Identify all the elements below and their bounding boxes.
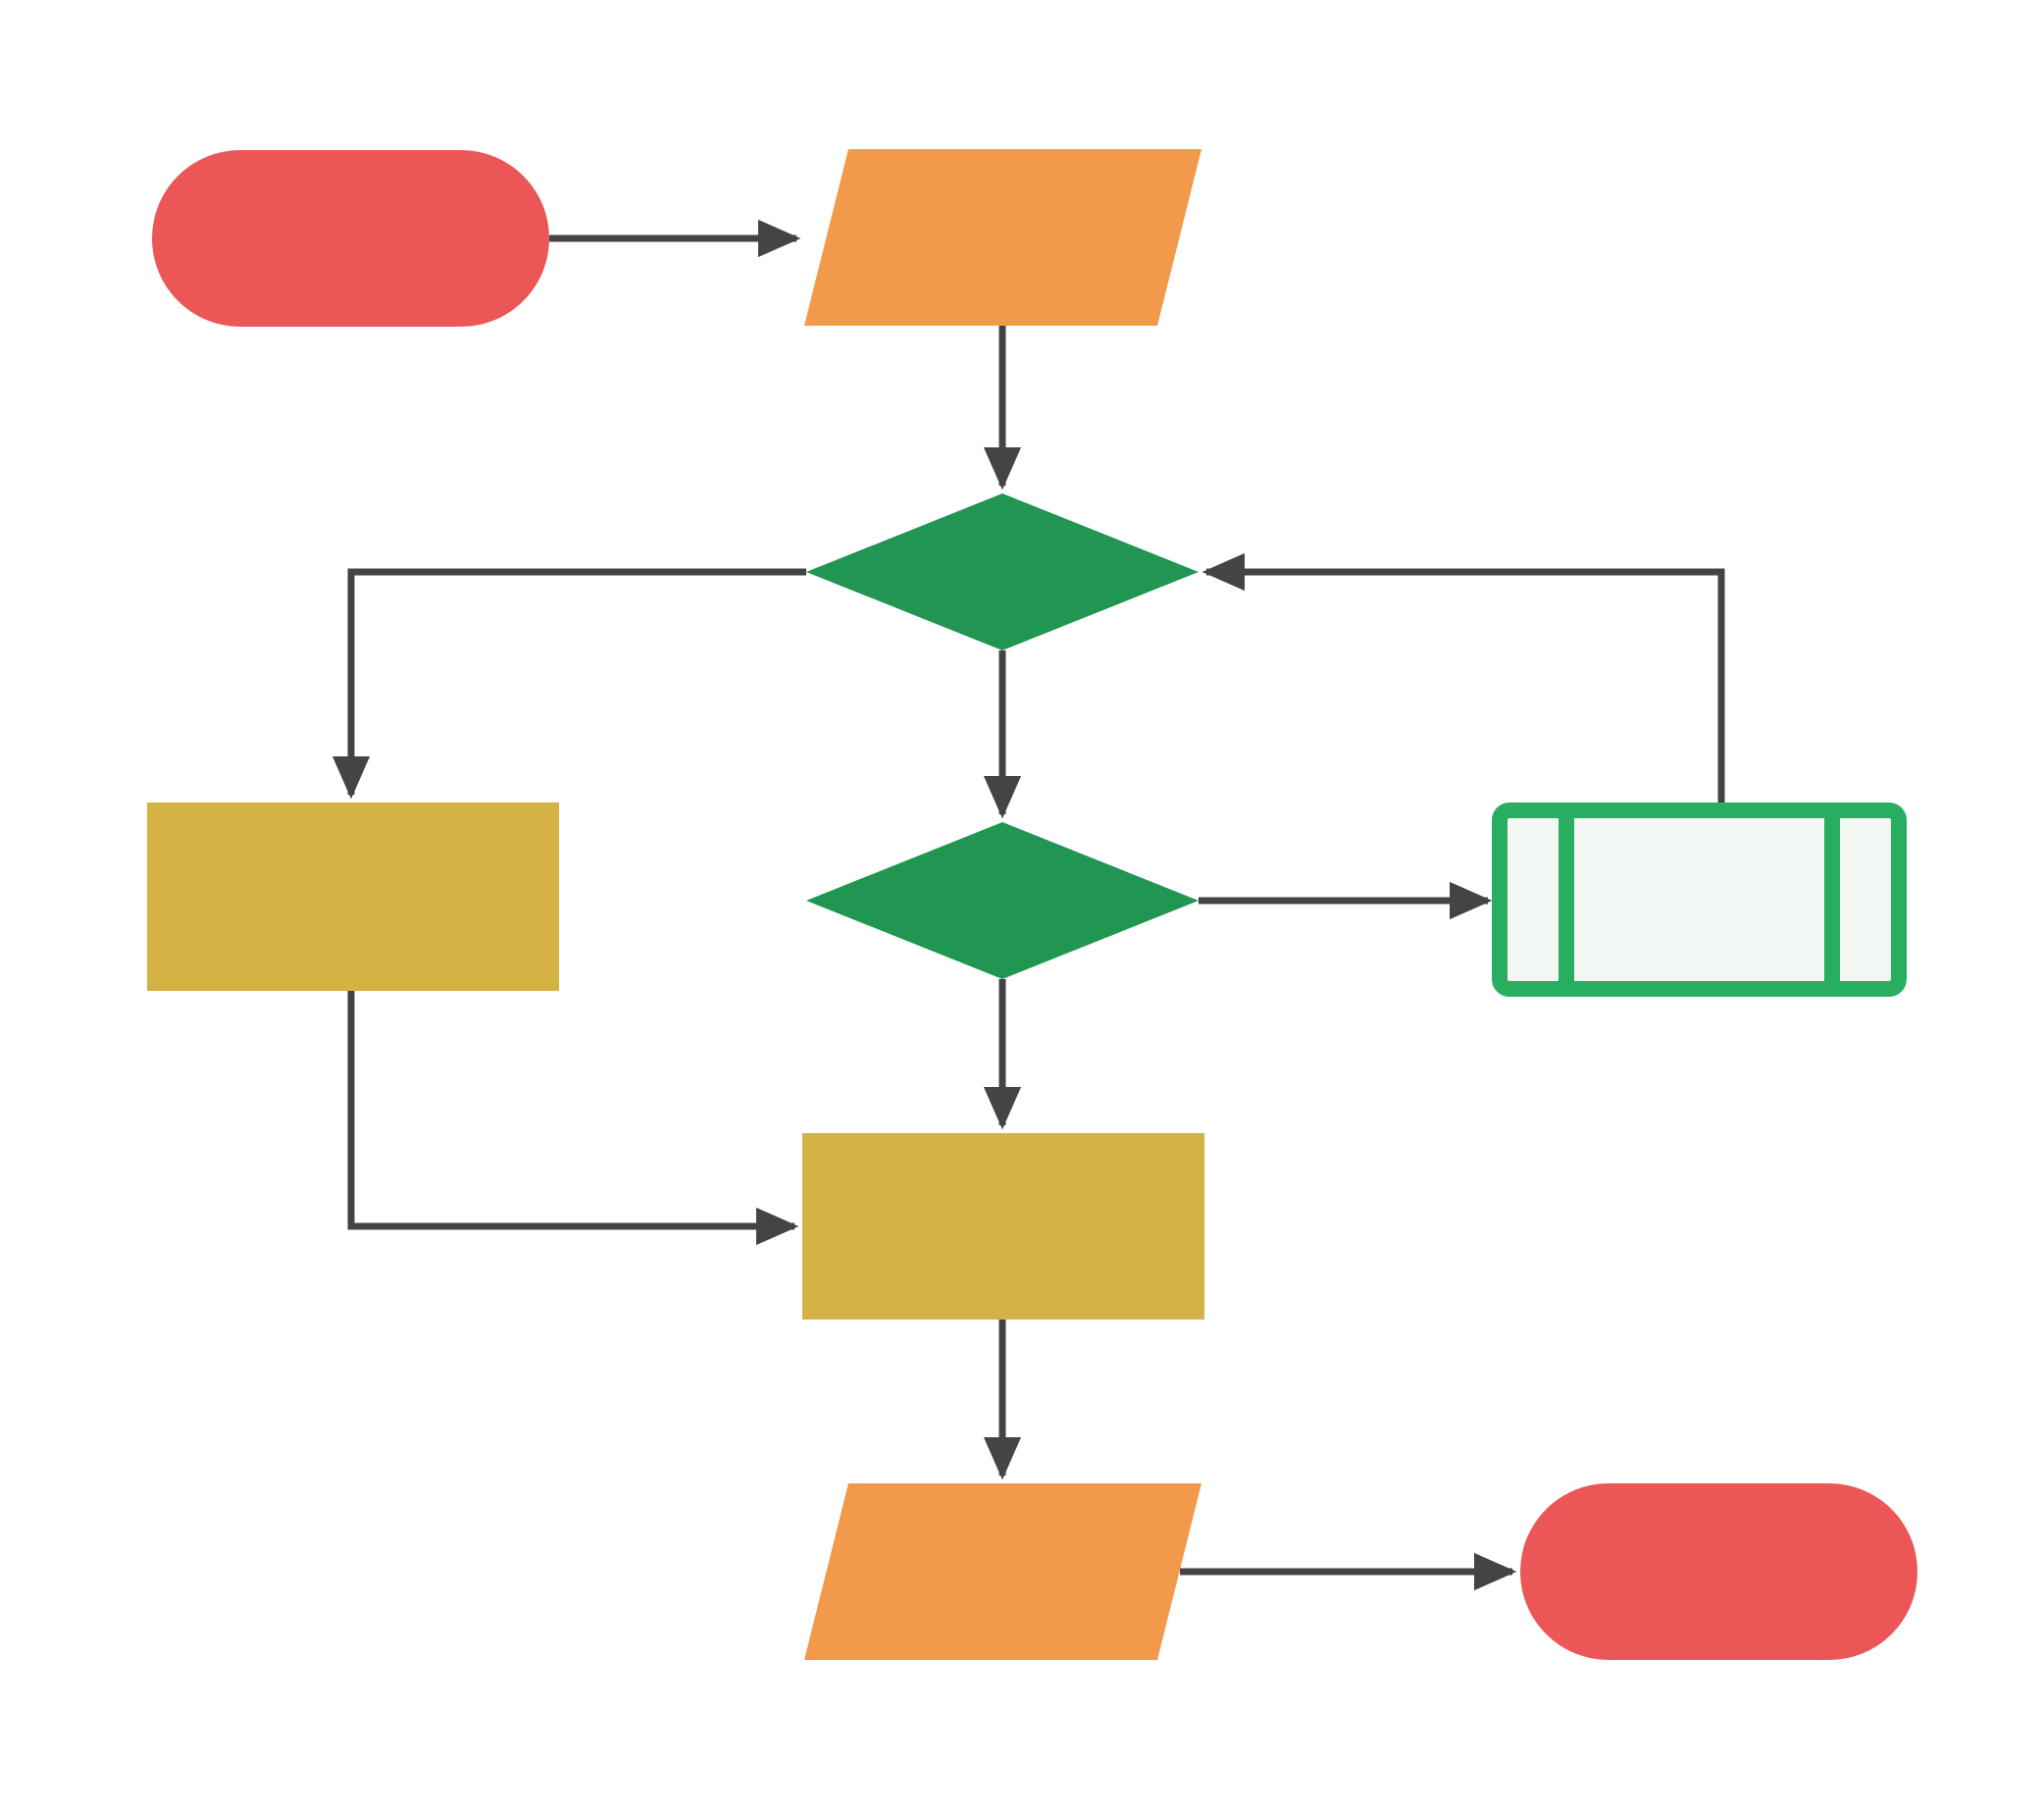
edge-subroutine-to-decision1 [1201, 552, 1725, 806]
input-shape[interactable] [804, 149, 1201, 326]
node-decision-1[interactable] [806, 493, 1199, 650]
decision-1-shape[interactable] [806, 493, 1199, 650]
node-end[interactable] [1520, 1483, 1917, 1660]
node-output[interactable] [804, 1483, 1201, 1660]
start-shape[interactable] [152, 150, 549, 327]
edge-layer [332, 219, 1725, 1591]
end-shape[interactable] [1520, 1483, 1917, 1660]
node-input[interactable] [804, 149, 1201, 326]
edge-decision1-to-process-left [332, 568, 806, 800]
process-mid-shape[interactable] [802, 1133, 1204, 1320]
node-process-left[interactable] [147, 803, 559, 991]
subroutine-shape[interactable] [1492, 803, 1907, 997]
node-layer [147, 149, 1917, 1660]
node-process-mid[interactable] [802, 1133, 1204, 1320]
process-left-shape[interactable] [147, 803, 559, 991]
output-shape[interactable] [804, 1483, 1201, 1660]
decision-2-shape[interactable] [806, 822, 1199, 979]
node-decision-2[interactable] [806, 822, 1199, 979]
node-subroutine[interactable] [1492, 803, 1907, 997]
node-start[interactable] [152, 150, 549, 327]
edge-process-left-to-process-mid [347, 991, 799, 1246]
